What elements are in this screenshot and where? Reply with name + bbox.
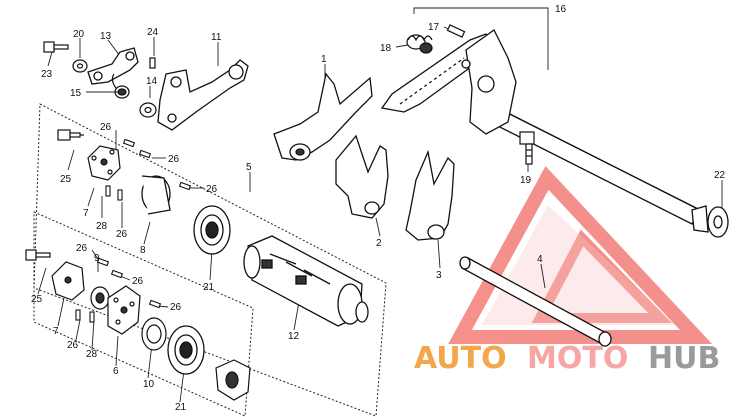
leader-2 <box>375 217 381 237</box>
part-19-bolt <box>519 131 535 165</box>
callout-5: 5 <box>246 162 252 173</box>
part-3-shift-fork <box>405 149 455 241</box>
leader-25a <box>67 149 75 171</box>
watermark-text-moto: MOTO <box>527 341 628 376</box>
group-outline-5 <box>33 103 387 417</box>
callout-11: 11 <box>211 32 222 43</box>
callout-16: 16 <box>555 4 567 15</box>
callout-9: 9 <box>94 253 100 264</box>
leader-21b <box>179 369 185 403</box>
part-21-bearing-upper <box>193 205 231 255</box>
callout-6: 6 <box>113 366 119 377</box>
callout-12: 12 <box>288 331 300 342</box>
watermark-logo-mark <box>448 166 713 344</box>
leader-21a <box>209 249 213 281</box>
part-2-shift-fork <box>335 134 389 219</box>
part-26-pins-upper <box>105 138 192 201</box>
callout-14: 14 <box>146 76 158 87</box>
callout-10: 10 <box>143 379 155 390</box>
callout-25-b: 25 <box>31 294 43 305</box>
callout-18: 18 <box>380 43 392 54</box>
part-20-washer <box>72 59 88 73</box>
leader-25b <box>37 267 47 295</box>
part-23-bolt <box>43 41 69 53</box>
part-25-bolt-upper <box>57 129 84 141</box>
leader-28b <box>91 319 95 351</box>
watermark-text-auto: AUTO <box>414 341 507 376</box>
part-12-shift-drum <box>243 235 369 327</box>
callout-13: 13 <box>100 31 112 42</box>
part-1-shift-fork <box>273 72 373 161</box>
callout-22: 22 <box>714 170 726 181</box>
callout-28-b: 28 <box>86 349 98 360</box>
part-13-stopper-plate <box>87 47 139 85</box>
leader-4 <box>540 263 546 289</box>
part-24-pin <box>149 57 156 69</box>
part-15-spring <box>111 73 130 99</box>
leader-23 <box>47 51 53 67</box>
part-26-pins-lower <box>75 257 162 323</box>
callout-17: 17 <box>428 22 440 33</box>
callout-1: 1 <box>321 54 327 65</box>
leader-13 <box>107 39 121 57</box>
callout-25-a: 25 <box>60 174 72 185</box>
callout-26-a: 26 <box>100 122 112 133</box>
leader-7b <box>57 297 65 327</box>
callout-21-b: 21 <box>175 402 187 413</box>
leader-3 <box>437 239 441 269</box>
callout-21-a: 21 <box>203 282 215 293</box>
leader-18 <box>395 44 409 48</box>
part-25-bolt-lower <box>25 249 51 261</box>
callout-2: 2 <box>376 238 382 249</box>
leader-26g <box>75 319 81 341</box>
callout-3: 3 <box>436 270 442 281</box>
part-6-drum-plate <box>107 285 141 335</box>
leader-6 <box>115 335 119 367</box>
callout-26-f: 26 <box>132 276 144 287</box>
part-drum-end-lower <box>215 359 251 401</box>
callout-26-b: 26 <box>168 154 180 165</box>
part-4-fork-shaft <box>459 256 612 347</box>
callout-26-c: 26 <box>206 184 218 195</box>
part-22-seal <box>691 205 729 238</box>
part-14-collar <box>139 102 157 118</box>
leader-7a <box>87 187 95 207</box>
callout-26-e: 26 <box>76 243 88 254</box>
part-7-plate-lower <box>51 261 85 301</box>
callout-19: 19 <box>520 175 532 186</box>
callout-15: 15 <box>70 88 82 99</box>
callout-7-b: 7 <box>53 326 59 337</box>
callout-28-a: 28 <box>96 221 108 232</box>
callout-4: 4 <box>537 254 543 265</box>
callout-26-d: 26 <box>116 229 128 240</box>
part-18-spring <box>406 34 433 54</box>
watermark-text-hub: HUB <box>648 341 720 376</box>
watermark-triangle-outer <box>448 166 713 344</box>
watermark-wordmark: AUTO MOTO HUB <box>414 341 720 376</box>
part-11-stopper-arm <box>157 59 249 131</box>
watermark-triangle-fill <box>482 205 676 325</box>
part-7-plate-upper <box>87 145 121 181</box>
callout-26-h: 26 <box>170 302 182 313</box>
part-21-bearing-lower <box>167 325 205 375</box>
leader-16 <box>413 7 549 70</box>
part-17-pin <box>446 24 466 38</box>
watermark-triangle-inner <box>531 229 672 323</box>
callout-23: 23 <box>41 69 53 80</box>
leader-8 <box>143 221 151 245</box>
callout-8: 8 <box>140 245 146 256</box>
part-8-drum-center <box>141 175 171 215</box>
callout-24: 24 <box>147 27 159 38</box>
callout-26-g: 26 <box>67 340 79 351</box>
callout-20: 20 <box>73 29 85 40</box>
callout-7-a: 7 <box>83 208 89 219</box>
callout-labels: 16 17 18 20 13 24 11 23 14 15 1 19 22 5 … <box>31 4 726 413</box>
part-10-collar <box>141 317 167 351</box>
part-9-ring <box>90 286 110 310</box>
